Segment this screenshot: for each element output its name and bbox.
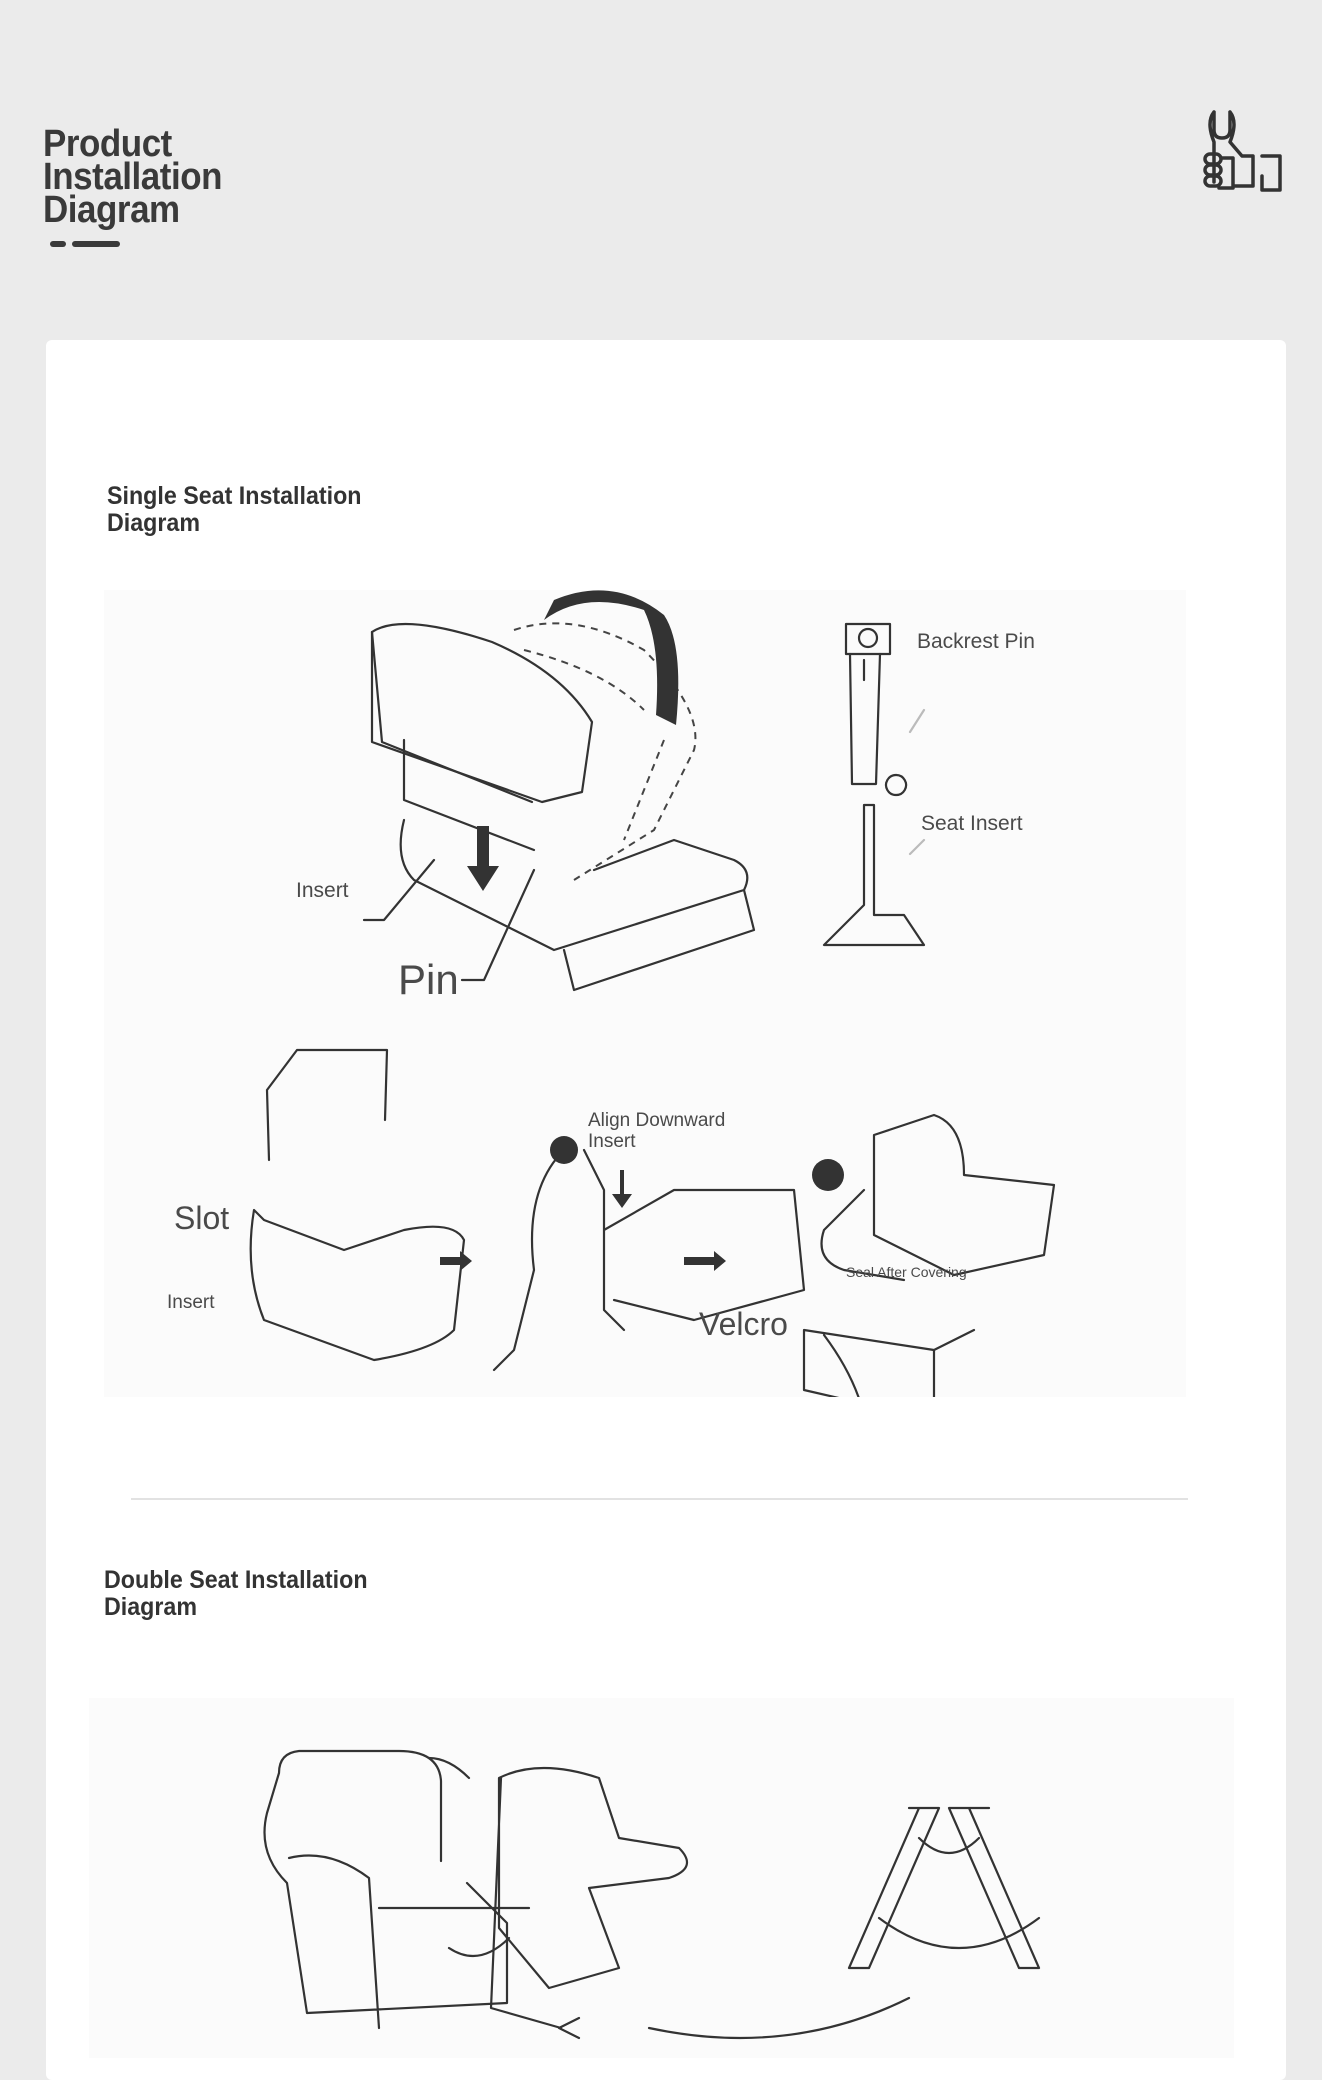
single-seat-illustration	[249, 590, 1056, 1422]
double-seat-illustration	[263, 1749, 1041, 2040]
backrest-pin-label: Backrest Pin	[917, 630, 1035, 653]
double-seat-diagram	[89, 1698, 1234, 2058]
align-downward-insert-label: Align Downward Insert	[588, 1110, 726, 1152]
pin-label: Pin	[398, 956, 459, 1003]
slot-label: Slot	[174, 1200, 230, 1236]
velcro-label: Velcro	[699, 1306, 788, 1342]
seat-insert-label: Seat Insert	[921, 812, 1023, 835]
insert-bottom-label: Insert	[167, 1292, 215, 1313]
insert-label: Insert	[296, 879, 349, 902]
page-title: Product Installation Diagram	[43, 123, 223, 231]
double-seat-heading: Double Seat Installation Diagram	[104, 1566, 368, 1621]
title-underline-dash	[50, 241, 120, 247]
section-divider	[131, 1498, 1188, 1500]
seal-after-covering-label: Seal After Covering	[846, 1264, 967, 1280]
wrench-hand-icon	[1200, 108, 1290, 200]
single-seat-heading: Single Seat Installation Diagram	[107, 482, 362, 537]
single-seat-diagram: Backrest Pin Seat Insert Insert Pin Alig…	[104, 590, 1186, 1422]
